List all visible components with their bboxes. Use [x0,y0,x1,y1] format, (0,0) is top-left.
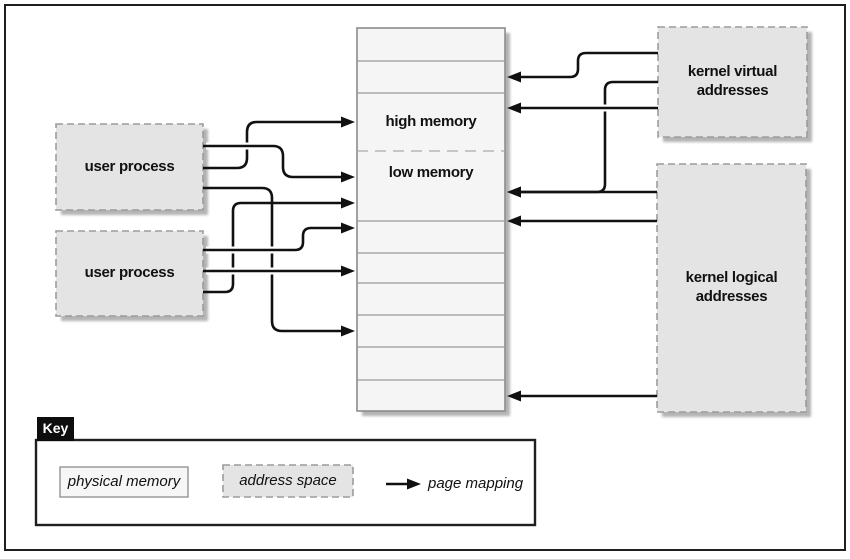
high-memory-label: high memory [385,112,477,130]
key-page-mapping-label: page mapping [428,474,524,492]
page-mapping-arrow [507,51,658,83]
page-mapping-arrow [203,186,355,337]
page-mapping-arrow [507,80,658,198]
kernel-logical-label: kernel logical addresses [685,269,778,305]
address-space-swatch [222,464,354,498]
kernel-virtual-box [657,26,808,138]
page-mapping-arrow [203,222,355,252]
kernel-virtual-label: kernel virtual addresses [687,63,778,99]
key-tab [37,417,74,441]
key-physical-memory-label: physical memory [67,472,181,490]
user-process-2-label: user process [84,264,175,282]
page-mapping-arrows [203,51,658,402]
user-process-2-box [55,230,204,317]
low-memory-label: low memory [388,163,474,181]
user-process-1-box [55,123,204,211]
kernel-logical-box [656,163,807,413]
key-legend [34,417,537,527]
physical-memory-column [356,27,506,412]
key-address-space-label: address space [239,471,337,489]
page-mapping-arrow [203,144,355,183]
user-process-1-label: user process [84,157,175,175]
key-title: Key [42,420,69,437]
figure-border [4,4,846,551]
physical-memory-swatch [59,466,189,498]
